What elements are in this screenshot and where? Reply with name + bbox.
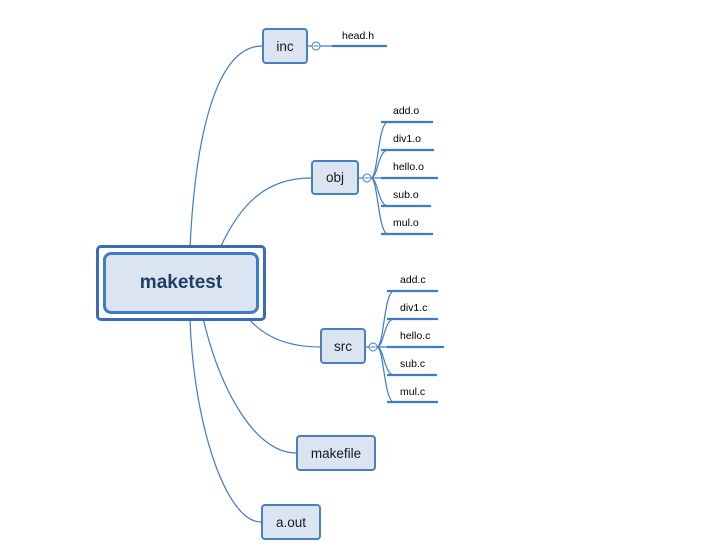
- topic-obj[interactable]: obj: [311, 160, 359, 195]
- collapse-toggle-src[interactable]: [368, 342, 378, 352]
- topic-inc-label: inc: [276, 38, 294, 54]
- root-node-label: maketest: [139, 272, 223, 293]
- connector-inc: [189, 45, 263, 249]
- leaf-mul-o[interactable]: mul.o: [393, 217, 419, 229]
- topic-src-label: src: [334, 338, 352, 354]
- connector-makefile: [202, 317, 297, 454]
- topic-aout[interactable]: a.out: [261, 504, 321, 540]
- leaf-sub-o[interactable]: sub.o: [393, 189, 419, 201]
- leaf-sub-c[interactable]: sub.c: [400, 358, 426, 370]
- topic-makefile-label: makefile: [310, 445, 362, 461]
- root-node[interactable]: maketest: [103, 252, 259, 314]
- topic-makefile[interactable]: makefile: [296, 435, 376, 471]
- leaf-mul-c[interactable]: mul.c: [400, 386, 426, 398]
- connector-src: [247, 317, 321, 348]
- root-node-frame: [96, 245, 266, 321]
- connector-obj: [219, 177, 312, 249]
- topic-src[interactable]: src: [320, 328, 366, 364]
- leaf-head-h[interactable]: head.h: [342, 30, 375, 42]
- topic-inc[interactable]: inc: [262, 28, 308, 64]
- leaf-div1-o[interactable]: div1.o: [393, 133, 422, 145]
- topic-aout-label: a.out: [275, 514, 307, 530]
- leaf-hello-o[interactable]: hello.o: [393, 161, 424, 173]
- leaf-div1-c[interactable]: div1.c: [400, 302, 428, 314]
- collapse-toggle-inc[interactable]: [311, 41, 321, 51]
- leaf-add-o[interactable]: add.o: [393, 105, 420, 117]
- connector-aout: [189, 317, 262, 523]
- topic-obj-label: obj: [325, 170, 344, 185]
- leaf-hello-c[interactable]: hello.c: [400, 330, 431, 342]
- leaf-add-c[interactable]: add.c: [400, 274, 426, 286]
- collapse-toggle-obj[interactable]: [362, 173, 372, 183]
